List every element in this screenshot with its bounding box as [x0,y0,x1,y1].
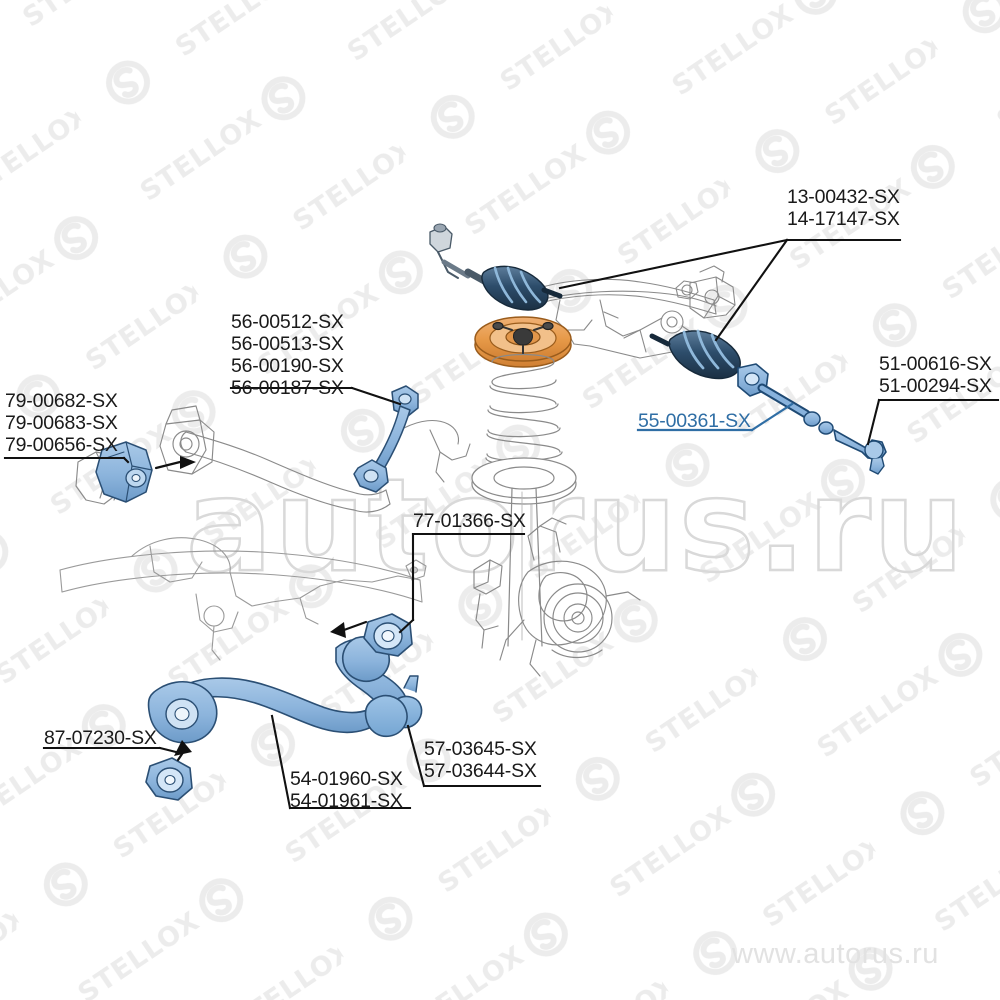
part-number: 77-01366-SX [413,510,526,532]
part-number: 56-00187-SX [231,377,344,399]
part-number: 55-00361-SX [638,410,751,432]
label-87-07230: 87-07230-SX [44,727,157,749]
label-55-00361: 55-00361-SX [638,410,751,432]
part-number: 79-00683-SX [5,412,118,434]
footer-url-watermark: www.autorus.ru [732,938,939,970]
part-number: 56-00190-SX [231,355,344,377]
label-77-01366: 77-01366-SX [413,510,526,532]
part-number: 79-00682-SX [5,390,118,412]
part-number: 56-00513-SX [231,333,344,355]
part-number: 79-00656-SX [5,434,118,456]
part-number: 54-01961-SX [290,790,403,812]
part-number: 54-01960-SX [290,768,403,790]
part-number: 51-00294-SX [879,375,992,397]
part-number: 56-00512-SX [231,311,344,333]
part-number: 57-03645-SX [424,738,537,760]
part-number: 51-00616-SX [879,353,992,375]
part-number: 13-00432-SX [787,186,900,208]
part-number: 87-07230-SX [44,727,157,749]
part-number: 14-17147-SX [787,208,900,230]
part-number: 57-03644-SX [424,760,537,782]
